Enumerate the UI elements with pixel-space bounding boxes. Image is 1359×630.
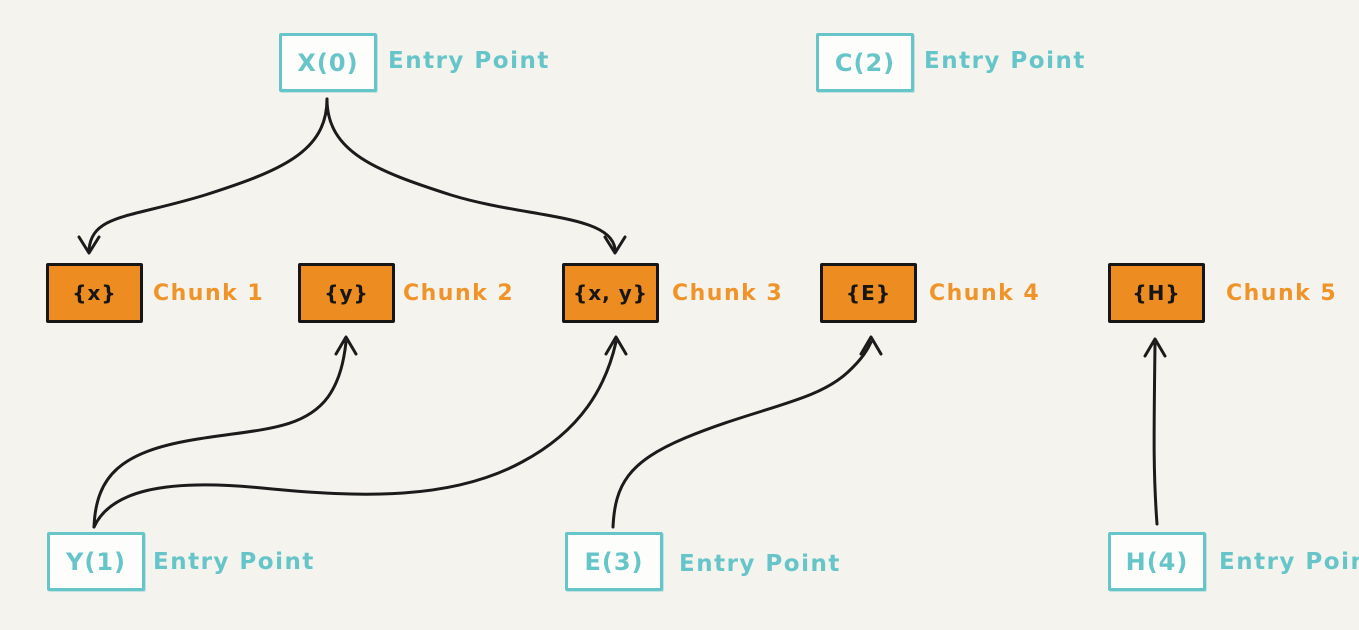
arrowhead-down-chunk1 [77,235,101,255]
entry-point-box-c2[interactable]: C(2) [816,33,914,92]
chunk-box-1[interactable]: {x} [46,263,143,323]
entry-point-box-x0[interactable]: X(0) [279,33,377,92]
chunk-box-4[interactable]: {E} [820,263,917,323]
chunk-caption-4: Chunk 4 [929,281,1041,306]
edge-y1-to-chunk3 [92,340,618,529]
entry-point-caption-y1: Entry Point [153,549,315,575]
entry-point-caption-e3: Entry Point [679,551,841,577]
chunk-box-2[interactable]: {y} [298,263,395,323]
chunk-caption-3: Chunk 3 [672,281,784,306]
entry-point-box-y1[interactable]: Y(1) [47,532,145,591]
chunk-box-3[interactable]: {x, y} [562,263,659,323]
arrowhead-up-chunk3 [604,335,628,356]
arrowhead-down-chunk3 [603,235,627,255]
edge-y1-to-chunk2 [92,340,348,529]
edge-x0-to-chunk1 [87,97,329,251]
chunk-caption-5: Chunk 5 [1226,281,1338,306]
entry-point-caption-c2: Entry Point [924,48,1086,74]
chunk-box-5[interactable]: {H} [1108,263,1205,323]
chunk-caption-1: Chunk 1 [153,281,265,306]
chunk-caption-2: Chunk 2 [403,281,515,306]
entry-point-box-h4[interactable]: H(4) [1108,532,1206,591]
arrowhead-up-chunk4 [859,335,883,356]
edge-h4-to-chunk5 [1152,342,1159,526]
entry-point-box-e3[interactable]: E(3) [565,532,663,591]
entry-point-caption-x0: Entry Point [388,48,550,74]
edge-x0-to-chunk3 [325,97,617,251]
edge-e3-to-chunk4 [611,340,873,529]
arrowhead-up-chunk5 [1143,337,1167,358]
arrowhead-up-chunk2 [334,335,358,356]
entry-point-caption-h4: Entry Point [1219,549,1359,575]
